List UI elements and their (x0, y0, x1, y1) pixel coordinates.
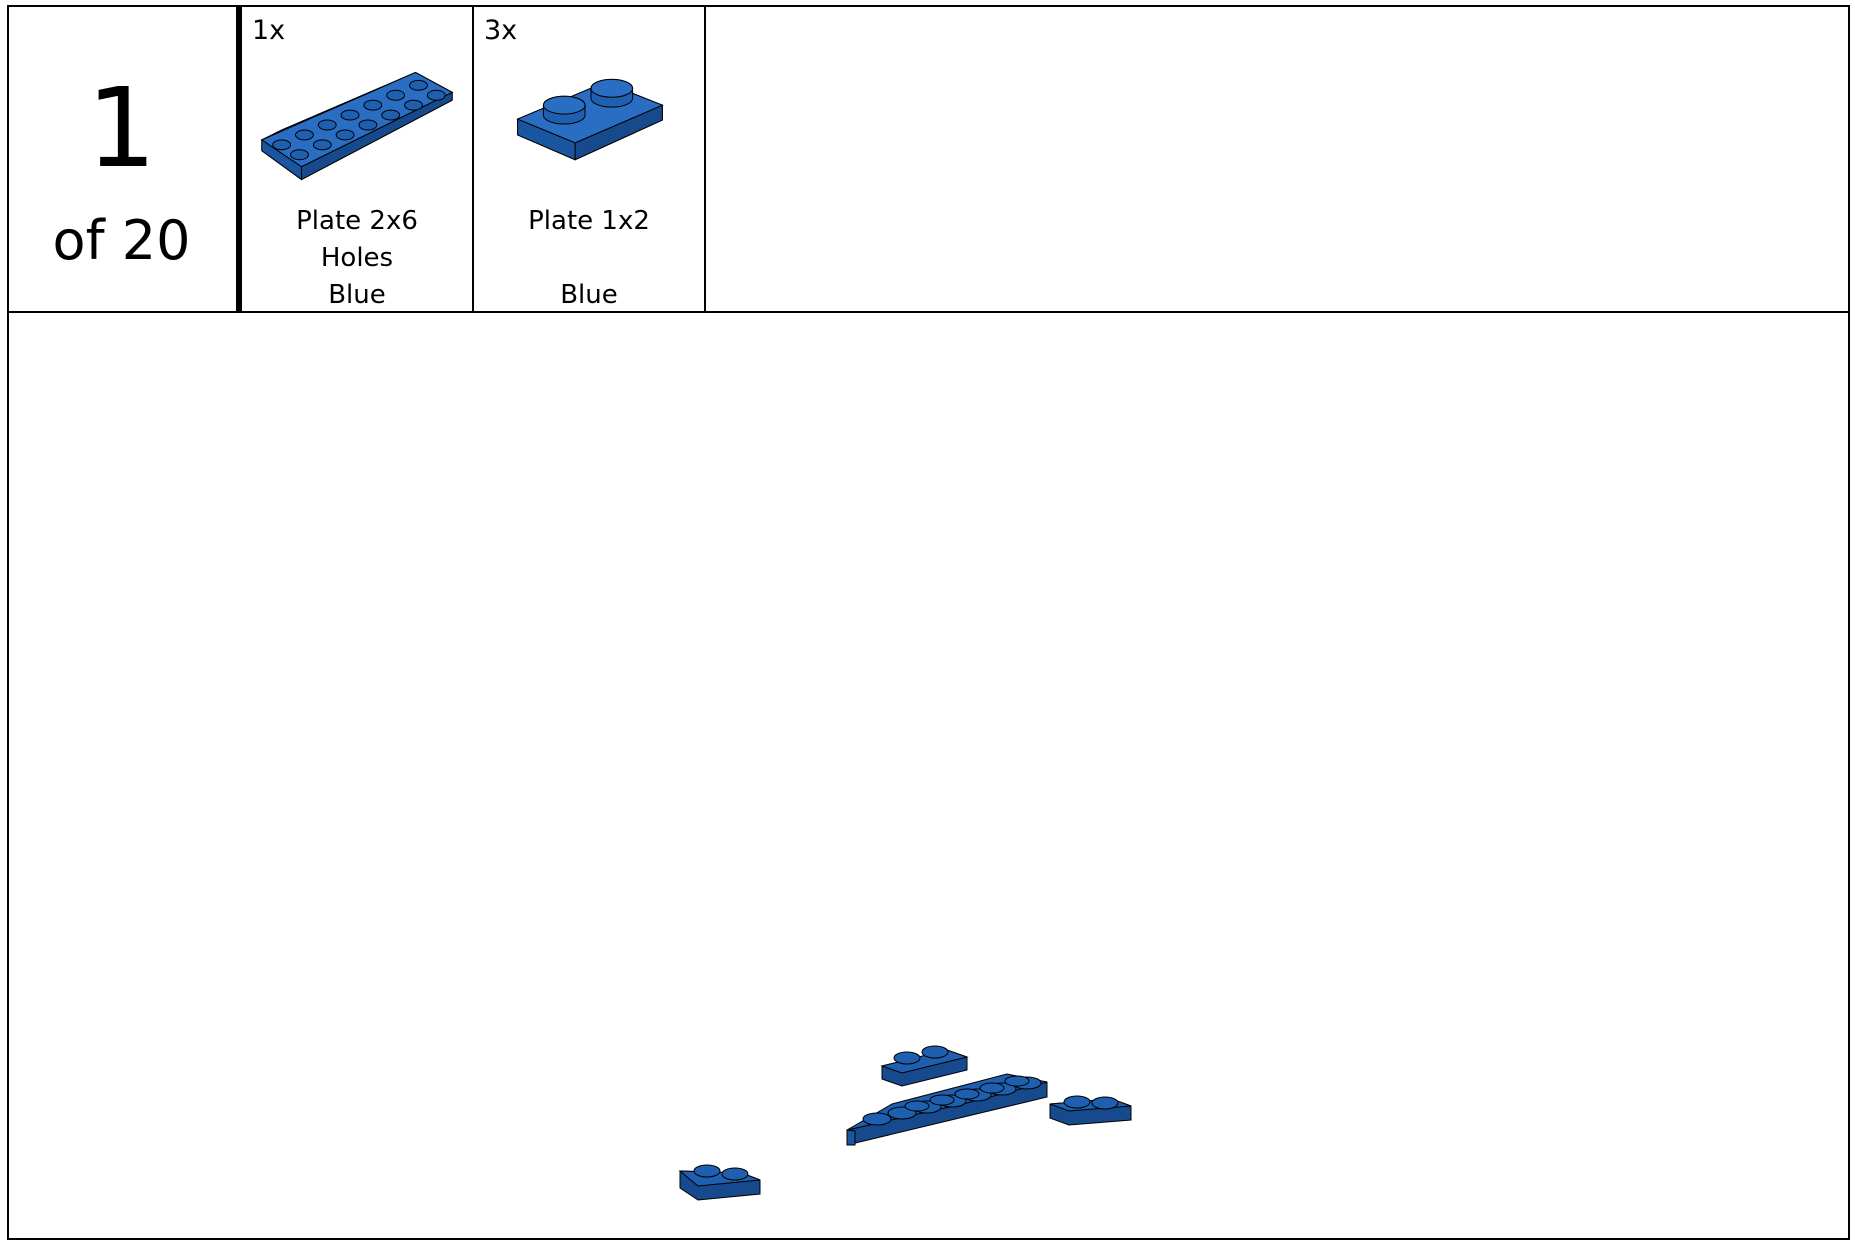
step-header: 1 of 20 1x (7, 5, 1850, 313)
assembled-plate-2x6 (847, 1074, 1047, 1145)
assembly-view (7, 313, 1850, 1232)
part-color: Blue (242, 279, 472, 311)
part-list-item: 3x Plate 1x2 Blue (474, 5, 706, 311)
part-quantity: 1x (252, 15, 285, 47)
step-total: of 20 (7, 211, 236, 271)
plate-2x6-holes-icon (242, 55, 472, 195)
part-name-line2: Holes (242, 240, 472, 277)
part-name: Plate 1x2 (474, 203, 704, 240)
plate-1x2-icon (474, 55, 704, 195)
build-step-illustration (7, 313, 1850, 1232)
part-color: Blue (474, 279, 704, 311)
step-number: 1 (7, 73, 236, 183)
part-quantity: 3x (484, 15, 517, 47)
assembled-plate-1x2 (1050, 1096, 1131, 1125)
part-name-line2 (474, 240, 704, 277)
step-counter: 1 of 20 (7, 5, 242, 311)
part-list-item: 1x (242, 5, 474, 311)
assembled-plate-1x2 (882, 1046, 967, 1086)
part-name: Plate 2x6 (242, 203, 472, 240)
assembled-plate-1x2 (680, 1165, 760, 1200)
